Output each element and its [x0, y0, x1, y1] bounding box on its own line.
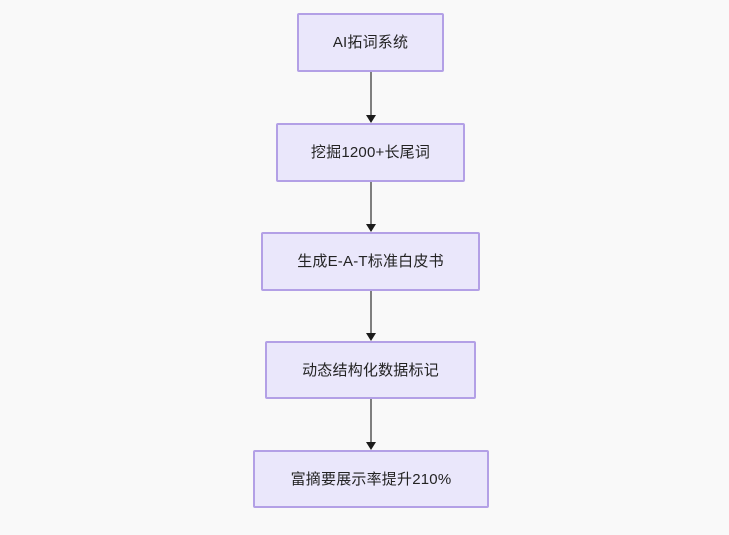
- arrowhead-icon: [366, 115, 376, 123]
- flow-node-mine-longtail-keywords[interactable]: 挖掘1200+长尾词: [276, 123, 465, 182]
- flow-node-label: 动态结构化数据标记: [302, 361, 439, 379]
- flow-node-rich-snippet-rate-increase[interactable]: 富摘要展示率提升210%: [253, 450, 489, 508]
- arrowhead-icon: [366, 442, 376, 450]
- edge-n3-n4: [366, 291, 376, 341]
- flow-node-ai-keyword-system[interactable]: AI拓词系统: [297, 13, 444, 72]
- flow-node-label: 富摘要展示率提升210%: [290, 470, 452, 488]
- arrowhead-icon: [366, 333, 376, 341]
- flow-node-label: AI拓词系统: [332, 34, 409, 51]
- flow-node-label: 生成E-A-T标准白皮书: [297, 253, 444, 270]
- flow-node-label: 挖掘1200+长尾词: [310, 144, 431, 161]
- edge-n4-n5: [366, 399, 376, 450]
- flow-node-dynamic-structured-data-markup[interactable]: 动态结构化数据标记: [265, 341, 476, 399]
- edge-line: [370, 291, 372, 333]
- edge-n2-n3: [366, 182, 376, 232]
- edge-line: [370, 399, 372, 442]
- edge-line: [370, 182, 372, 224]
- edge-line: [370, 72, 372, 115]
- flow-node-generate-eat-whitepaper[interactable]: 生成E-A-T标准白皮书: [261, 232, 480, 291]
- arrowhead-icon: [366, 224, 376, 232]
- edge-n1-n2: [366, 72, 376, 123]
